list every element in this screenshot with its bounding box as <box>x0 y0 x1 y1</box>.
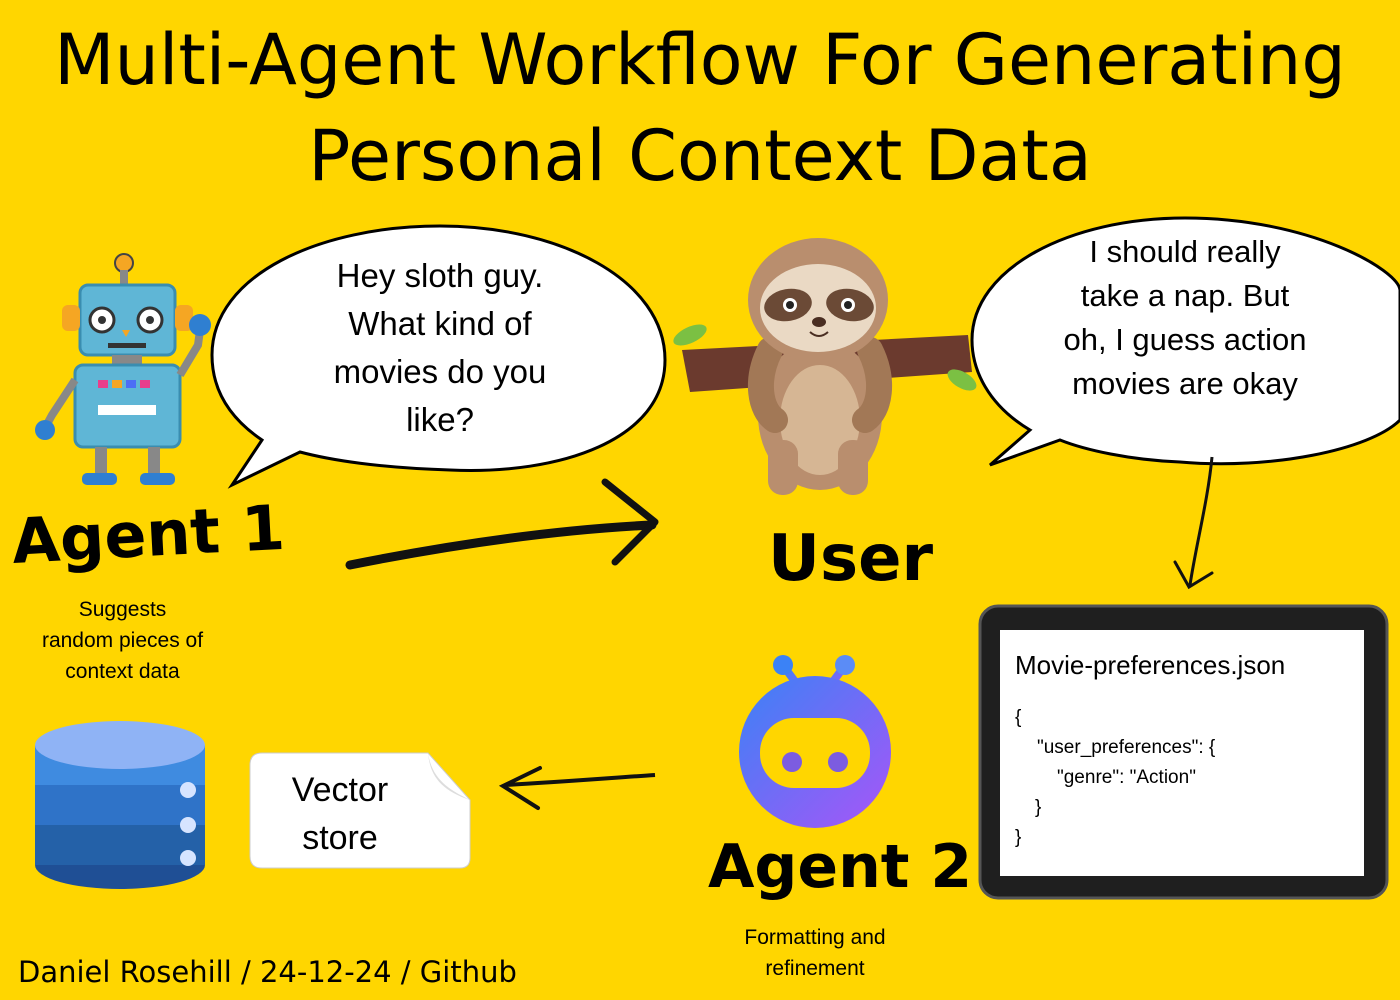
json-line: } <box>1015 827 1022 848</box>
user-speech-bubble <box>970 216 1400 467</box>
arrow-agent2-to-store <box>498 766 656 810</box>
vector-store-card <box>249 752 471 869</box>
sloth-icon <box>673 238 977 495</box>
agent1-speech-line: Hey sloth guy. <box>336 257 544 294</box>
agent1-speech-bubble <box>210 224 667 489</box>
agent1-desc-line: random pieces of <box>41 629 204 652</box>
user-speech-line: oh, I guess action <box>1063 322 1307 357</box>
agent1-speech-line: movies do you <box>333 353 547 390</box>
user-speech-text: I should really take a nap. But oh, I gu… <box>1040 230 1330 406</box>
page-title: Multi-Agent Workflow For Generating Pers… <box>0 12 1400 204</box>
json-line: } <box>1035 797 1042 818</box>
agent1-speech-line: What kind of <box>348 305 532 342</box>
user-label: User <box>768 522 934 596</box>
arrow-agent1-to-user <box>345 478 659 570</box>
agent2-label: Agent 2 <box>708 832 973 902</box>
title-line-1: Multi-Agent Workflow For Generating <box>54 19 1346 101</box>
user-speech-line: take a nap. But <box>1080 278 1290 313</box>
vector-store-label: Vector store <box>270 766 410 862</box>
agent2-description: Formatting and refinement <box>715 922 915 984</box>
agent1-desc-line: context data <box>65 660 180 683</box>
tablet-json-content: { "user_preferences": { "genre": "Action… <box>1015 703 1215 853</box>
title-line-2: Personal Context Data <box>308 115 1092 197</box>
arrow-user-to-tablet <box>1173 456 1214 590</box>
agent1-speech-line: like? <box>406 401 474 438</box>
vector-store-line: Vector <box>291 771 389 809</box>
database-icon <box>35 721 205 889</box>
tablet-filename: Movie-preferences.json <box>1015 650 1286 680</box>
robot-icon <box>35 253 211 485</box>
vector-store-line: store <box>302 819 378 857</box>
agent2-icon <box>739 655 891 828</box>
json-line: "genre": "Action" <box>1057 767 1196 788</box>
agent1-desc-line: Suggests <box>78 598 167 621</box>
agent1-speech-text: Hey sloth guy. What kind of movies do yo… <box>300 252 580 444</box>
user-speech-line: movies are okay <box>1072 366 1298 401</box>
agent2-desc-line: Formatting and <box>744 926 886 949</box>
user-speech-line: I should really <box>1089 234 1281 269</box>
agent1-description: Suggests random pieces of context data <box>20 594 225 687</box>
json-line: { <box>1015 707 1022 728</box>
tablet-device <box>978 604 1389 900</box>
footer-credit: Daniel Rosehill / 24-12-24 / Github <box>18 955 517 989</box>
json-line: "user_preferences": { <box>1037 737 1216 758</box>
agent2-desc-line: refinement <box>765 957 865 980</box>
agent1-label: Agent 1 <box>10 490 287 578</box>
